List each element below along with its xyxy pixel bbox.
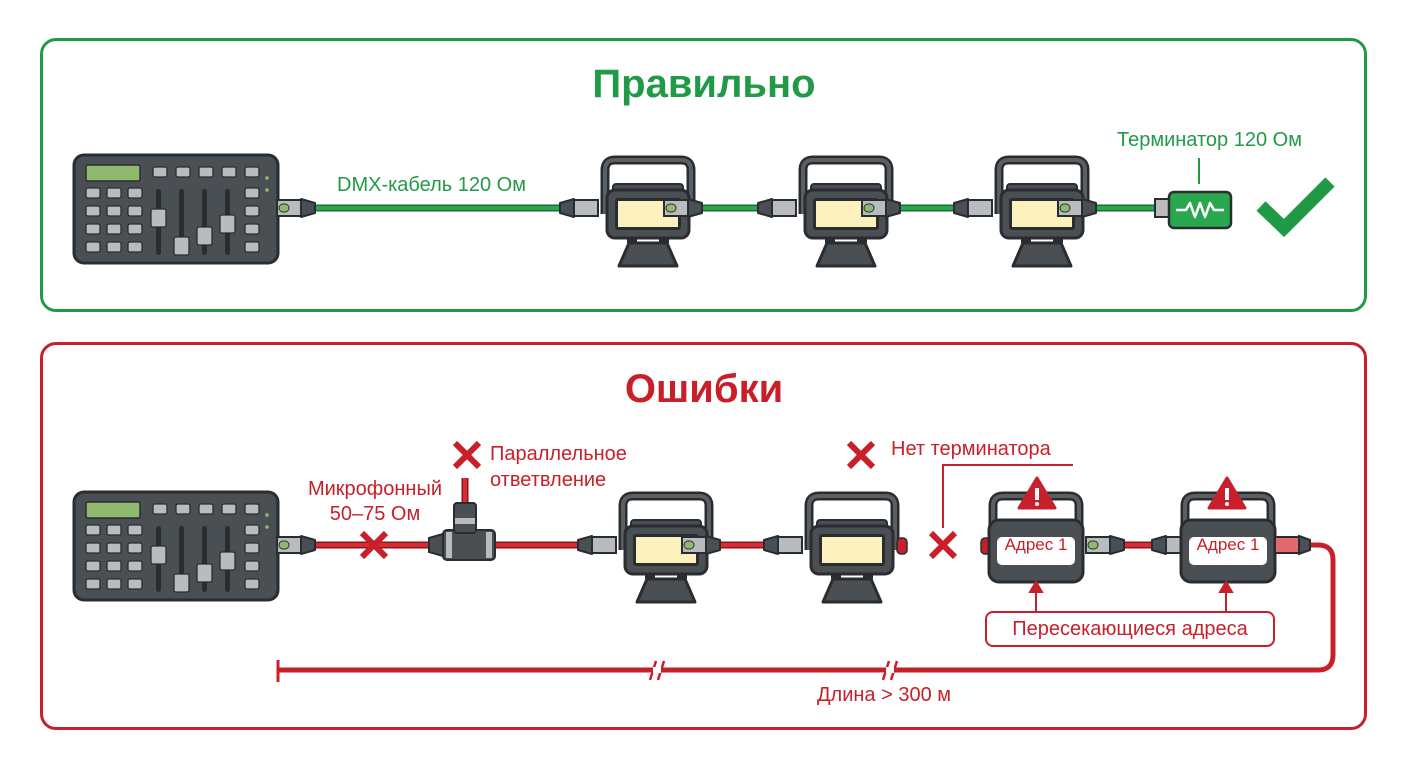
parallel-branch-label: Параллельное ответвление [490, 441, 627, 493]
light-fixture [809, 496, 895, 602]
correct-section-title: Правильно [592, 62, 816, 106]
connector-plug [1274, 534, 1311, 556]
connector-plug [559, 198, 599, 218]
no-terminator-label: Нет терминатора [891, 438, 1051, 460]
connector-plug [757, 198, 797, 218]
connector-plug [1085, 535, 1125, 555]
length-label: Длина > 300 м [817, 684, 952, 706]
parallel-branch-label-line2: ответвление [490, 469, 607, 491]
connector-plug [953, 198, 993, 218]
connector-plug [763, 535, 803, 555]
open-port [896, 537, 908, 555]
x-mark-icon [455, 443, 479, 467]
connector-plug [681, 535, 721, 555]
correct-chain [72, 153, 1335, 266]
terminator [1154, 158, 1233, 230]
checkmark-icon [1256, 177, 1335, 238]
break-mark [881, 660, 899, 681]
connector-plug [577, 535, 617, 555]
address-badge: Адрес 1 [1196, 535, 1260, 554]
connector-plug [861, 198, 901, 218]
resistor-icon [1176, 201, 1224, 219]
overlapping-addresses-callout [985, 611, 1275, 647]
long-cable-run [278, 542, 1336, 673]
connector-plug [276, 198, 316, 218]
t-splitter [428, 502, 496, 561]
connector-plug [1057, 198, 1097, 218]
dmx-cable-label: DMX-кабель 120 Ом [337, 174, 526, 196]
mic-cable-label-line1: Микрофонный [307, 478, 443, 500]
x-mark-icon [849, 443, 873, 467]
error-chain [72, 443, 1336, 682]
overlapping-addresses-label: Пересекающиеся адреса [1012, 618, 1248, 640]
dmx-controller [72, 153, 280, 265]
no-terminator-x-icon [931, 533, 955, 557]
mic-cable-label: Микрофонный 50–75 Ом [290, 478, 460, 526]
connector-plug [663, 198, 703, 218]
connector-plug [276, 535, 316, 555]
mic-cable-label-line2: 50–75 Ом [329, 503, 421, 525]
terminator-label: Терминатор 120 Ом [1117, 129, 1302, 151]
errors-section-title: Ошибки [624, 367, 784, 411]
dmx-controller [72, 490, 280, 602]
parallel-branch-label-line1: Параллельное [490, 443, 627, 465]
break-mark [648, 660, 666, 681]
address-badge: Адрес 1 [1004, 535, 1068, 554]
